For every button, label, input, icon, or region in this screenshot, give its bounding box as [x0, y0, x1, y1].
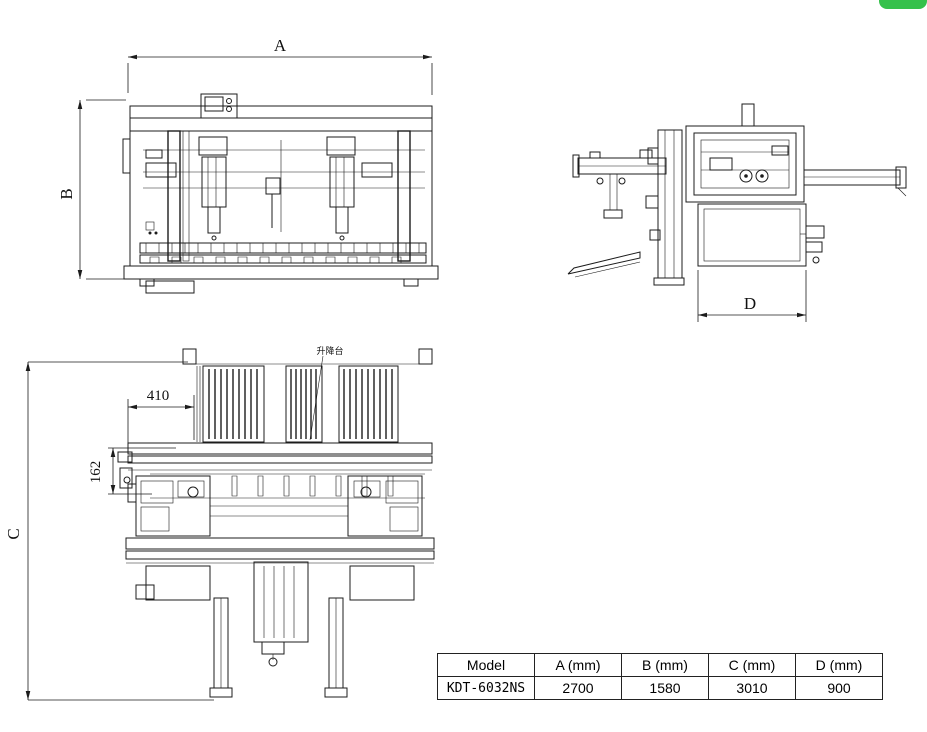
partial-green-button[interactable] — [879, 0, 927, 9]
lift-platform-label: 升降台 — [316, 345, 343, 357]
cell-dim-a: 2700 — [534, 676, 622, 700]
dim-b-label: B — [57, 188, 76, 199]
cell-dim-c: 3010 — [708, 676, 796, 700]
table-row: KDT-6032NS 2700 1580 3010 900 — [437, 676, 883, 700]
cell-dim-b: 1580 — [621, 676, 709, 700]
col-header-b: B (mm) — [621, 653, 709, 677]
dimension-table: Model A (mm) B (mm) C (mm) D (mm) KDT-60… — [437, 653, 883, 700]
col-header-model: Model — [437, 653, 535, 677]
lift-platform-callout: 升降台 — [309, 345, 344, 441]
dimension-410: 410 — [127, 388, 195, 443]
dim-410-label: 410 — [147, 388, 170, 404]
dimension-c: C — [4, 361, 214, 701]
col-header-c: C (mm) — [708, 653, 796, 677]
dim-d-label: D — [744, 294, 756, 313]
col-header-a: A (mm) — [534, 653, 622, 677]
table-header-row: Model A (mm) B (mm) C (mm) D (mm) — [437, 653, 883, 677]
col-header-d: D (mm) — [795, 653, 883, 677]
cell-model: KDT-6032NS — [437, 676, 535, 700]
dimension-d: D — [697, 270, 807, 322]
cell-dim-d: 900 — [795, 676, 883, 700]
dimension-b: B — [57, 99, 126, 280]
dim-c-label: C — [4, 528, 23, 539]
dim-162-label: 162 — [88, 461, 104, 484]
dimension-a: A — [127, 36, 433, 95]
front-view — [122, 93, 439, 294]
dim-a-label: A — [274, 36, 287, 55]
top-view — [117, 348, 435, 698]
side-view — [567, 103, 907, 286]
dimension-162: 162 — [88, 447, 176, 495]
